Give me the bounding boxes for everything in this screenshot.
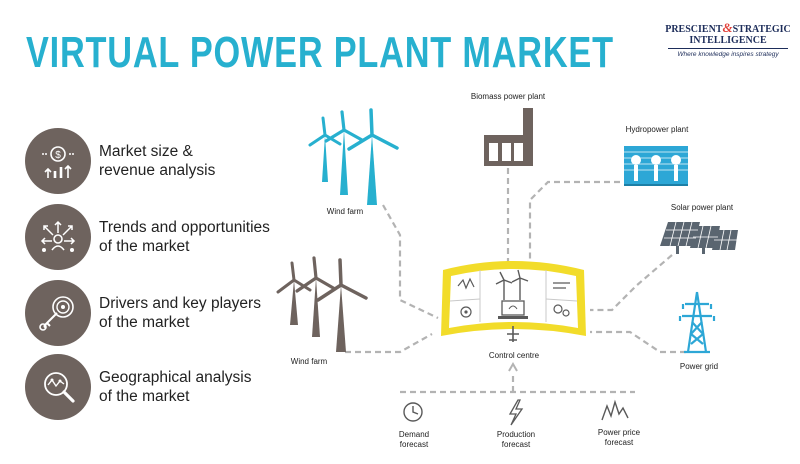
logo-tagline: Where knowledge inspires strategy <box>677 51 779 58</box>
hydropower-plant-label: Hydropower plant <box>625 125 689 134</box>
logo-word-prescient: PRESCIENT <box>665 24 723 35</box>
logo-line-2: INTELLIGENCE <box>689 35 767 46</box>
feature-trends-label: Trends and opportunities of the market <box>99 219 270 255</box>
feature-market-size: $ Market size & revenue analysis <box>25 128 215 194</box>
target-key-icon <box>25 280 91 346</box>
zigzag-chart-icon <box>601 399 629 421</box>
feature-geography: Geographical analysis of the market <box>25 354 252 420</box>
lightning-icon <box>508 399 524 426</box>
feature-drivers: Drivers and key players of the market <box>25 280 261 346</box>
control-centre-label: Control centre <box>488 351 540 360</box>
power-grid-label: Power grid <box>679 362 719 371</box>
feature-trends: Trends and opportunities of the market <box>25 204 270 270</box>
clock-icon <box>403 402 423 422</box>
forecast-arrow-icon <box>508 361 518 372</box>
biomass-plant-label: Biomass power plant <box>470 92 546 101</box>
connector-wind-bottom <box>345 333 433 354</box>
connector-solar <box>590 254 673 312</box>
logo-line-1: PRESCIENT&STRATEGIC <box>664 20 792 35</box>
solar-plant-label: Solar power plant <box>670 203 734 212</box>
feature-market-size-label: Market size & revenue analysis <box>99 143 216 179</box>
production-forecast-label: Production forecast <box>496 430 536 449</box>
logo-divider <box>668 48 788 49</box>
power-price-forecast-label: Power price forecast <box>597 428 641 447</box>
feature-geography-label: Geographical analysis of the market <box>99 369 252 405</box>
biomass-plant-icon <box>484 108 533 166</box>
wind-farm-top-label: Wind farm <box>326 207 364 216</box>
dollar-growth-icon: $ <box>25 128 91 194</box>
logo-ampersand: & <box>722 20 733 35</box>
connector-wind-top <box>382 204 439 319</box>
company-logo: PRESCIENT&STRATEGIC INTELLIGENCE Where k… <box>664 20 792 58</box>
control-centre-screen <box>441 261 586 342</box>
wind-farm-bottom-label: Wind farm <box>290 357 328 366</box>
wind-turbine-dark-icon <box>276 256 368 352</box>
network-people-icon <box>25 204 91 270</box>
logo-word-strategic: STRATEGIC <box>732 24 791 35</box>
svg-text:$: $ <box>55 150 61 161</box>
connector-grid <box>590 330 686 354</box>
power-grid-tower-icon <box>678 291 716 354</box>
feature-drivers-label: Drivers and key players of the market <box>99 295 261 331</box>
connector-lines <box>345 168 686 394</box>
wind-turbine-cyan-icon <box>308 108 399 205</box>
hydropower-plant-icon <box>624 146 688 186</box>
mini-turbine-icon <box>495 269 529 300</box>
connector-hydro <box>528 180 630 262</box>
demand-forecast-label: Demand forecast <box>398 430 430 449</box>
map-magnifier-icon <box>25 354 91 420</box>
page-title: VIRTUAL POWER PLANT MARKET <box>26 28 614 77</box>
solar-panel-icon <box>660 221 738 254</box>
